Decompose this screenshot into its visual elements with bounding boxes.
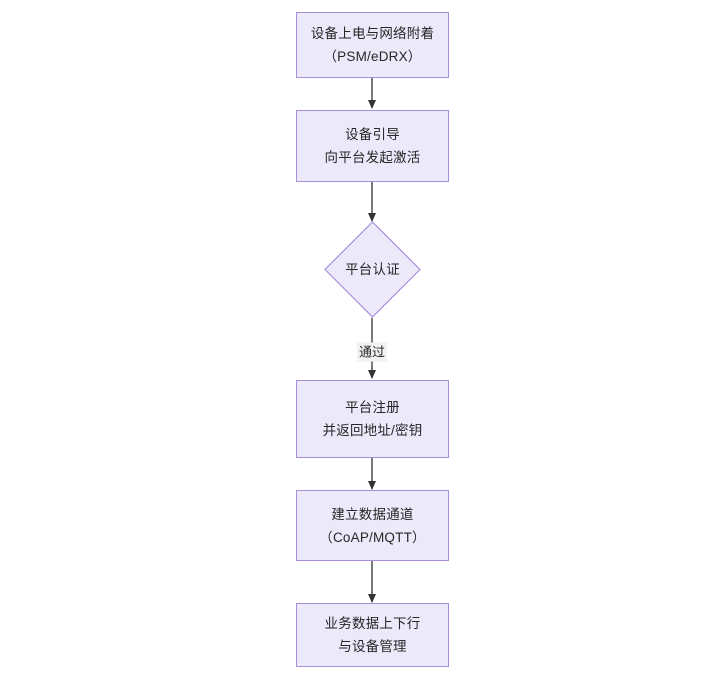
node-label: 建立数据通道 （CoAP/MQTT） — [319, 506, 426, 545]
node-platform-auth-decision[interactable]: 平台认证 — [324, 221, 421, 318]
node-platform-register[interactable]: 平台注册 并返回地址/密钥 — [296, 380, 449, 458]
node-label: 业务数据上下行 与设备管理 — [324, 616, 421, 654]
node-label: 平台认证 — [345, 262, 400, 277]
node-device-bootstrap[interactable]: 设备引导 向平台发起激活 — [296, 110, 449, 182]
node-label: 平台注册 并返回地址/密钥 — [322, 400, 423, 438]
node-data-channel[interactable]: 建立数据通道 （CoAP/MQTT） — [296, 490, 449, 561]
diamond-shape — [324, 221, 421, 318]
node-label: 设备上电与网络附着 （PSM/eDRX） — [310, 26, 435, 64]
node-business-data[interactable]: 业务数据上下行 与设备管理 — [296, 603, 449, 667]
node-device-power-on[interactable]: 设备上电与网络附着 （PSM/eDRX） — [296, 12, 449, 78]
node-label: 设备引导 向平台发起激活 — [324, 127, 421, 165]
edge-label-pass: 通过 — [356, 342, 388, 362]
